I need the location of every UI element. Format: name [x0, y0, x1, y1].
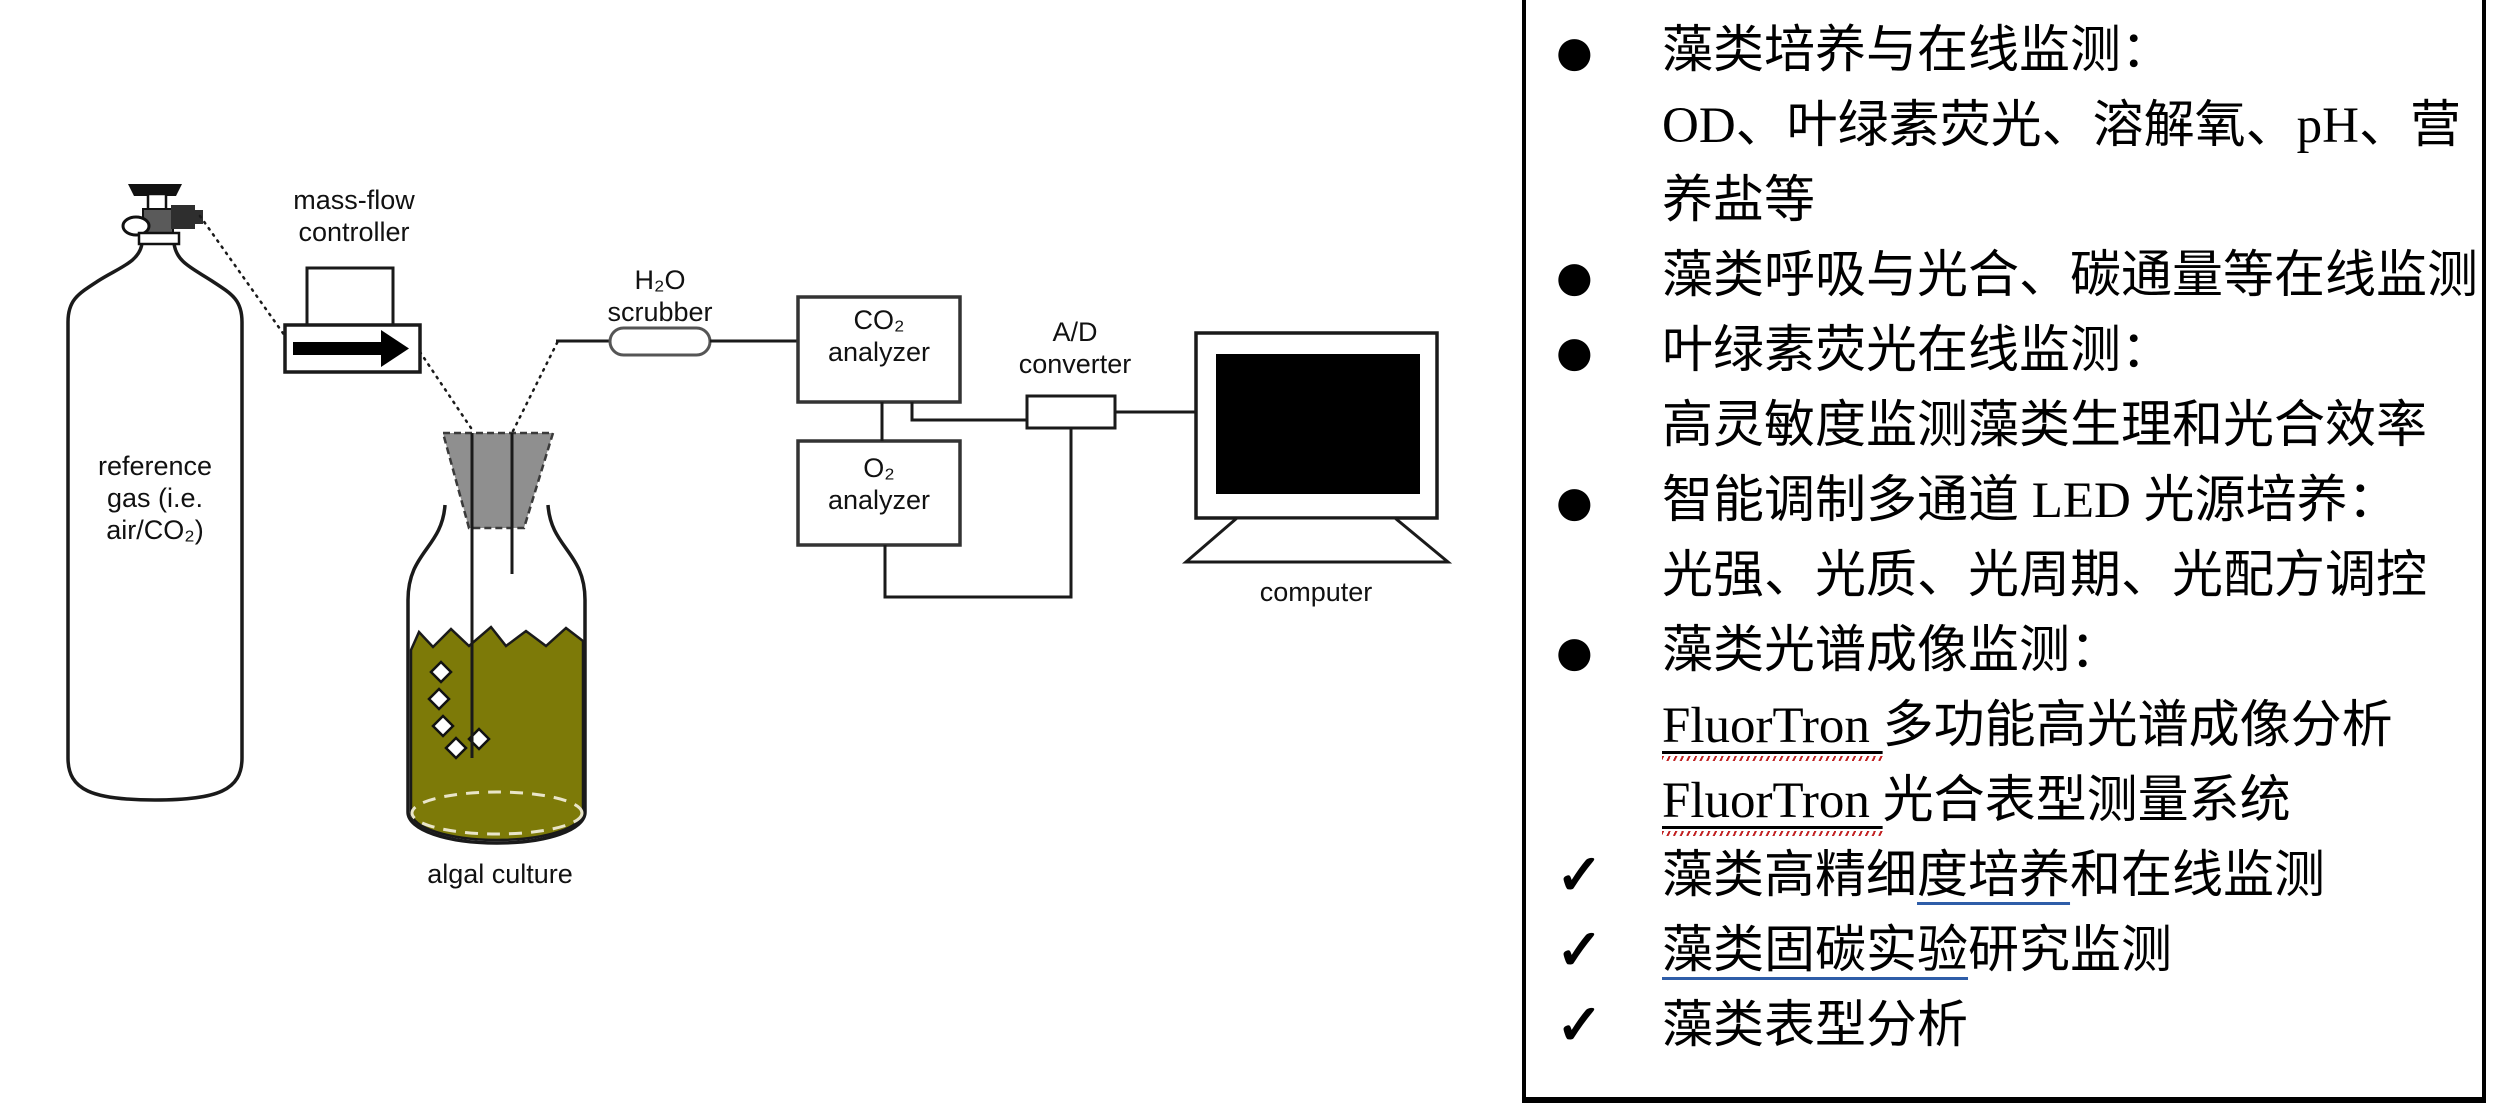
- feature-text: 智能调制多通道 LED 光源培养：: [1662, 464, 2399, 539]
- feature-text: OD、叶绿素荧光、溶解氧、pH、营: [1662, 89, 2461, 164]
- feature-line: OD、叶绿素荧光、溶解氧、pH、营: [1556, 89, 2482, 164]
- feature-text: 藻类光谱成像监测：: [1662, 614, 2121, 689]
- bullet-marker-icon: ●: [1556, 627, 1593, 676]
- feature-line: ● 叶绿素荧光在线监测：: [1556, 314, 2482, 389]
- line-co2-to-ad: [910, 402, 1027, 422]
- text-segment: 藻类光谱成像监测：: [1662, 623, 2122, 679]
- tubing-bottle-to-scrubber: [511, 339, 560, 433]
- underlined-segment: FluorTron: [1662, 698, 1883, 761]
- mfc-upper-box: [305, 266, 395, 327]
- h2o-scrubber-label: H₂O scrubber: [607, 265, 713, 327]
- underlined-segment: 藻类固碳实验: [1662, 923, 1969, 979]
- co2-analyzer-box: [796, 295, 962, 404]
- text-segment: 藻类呼吸与光合、碳通量等在线监测: [1662, 248, 2479, 304]
- feature-list: ● 藻类培养与在线监测： OD、叶绿素荧光、溶解氧、pH、营养盐等 ● 藻类呼吸与光合、…: [1526, 0, 2482, 1064]
- flow-arrow-icon: [293, 330, 409, 367]
- feature-text: FluorTron 光合表型测量系统: [1662, 764, 2291, 839]
- text-segment: 智能调制多通道 LED 光源培养：: [1662, 473, 2399, 529]
- feature-text: 藻类表型分析: [1662, 989, 1968, 1064]
- check-marker-icon: ✓: [1556, 920, 1603, 982]
- o2-analyzer-label: O₂ analyzer: [827, 453, 931, 515]
- feature-line: ● 藻类光谱成像监测：: [1556, 614, 2482, 689]
- bottle-bottom-rim: [410, 790, 584, 836]
- computer-screen: [1216, 354, 1420, 494]
- tubing-cylinder-to-mfc: [198, 214, 287, 338]
- ad-converter-label: A/D converter: [1018, 317, 1132, 379]
- bubbles-icon: [427, 660, 491, 760]
- check-marker-icon: ✓: [1556, 845, 1603, 907]
- feature-text: 藻类高精细度培养和在线监测: [1662, 839, 2325, 914]
- underlined-segment: FluorTron: [1662, 773, 1883, 836]
- feature-line: ✓ 藻类表型分析: [1556, 989, 2482, 1064]
- feature-line: ✓ 藻类固碳实验研究监测: [1556, 914, 2482, 989]
- bullet-marker-icon: ●: [1556, 477, 1593, 526]
- feature-line: ● 藻类呼吸与光合、碳通量等在线监测: [1556, 239, 2482, 314]
- feature-line: ● 藻类培养与在线监测：: [1556, 14, 2482, 89]
- text-segment: OD、叶绿素荧光、溶解氧、pH、营: [1662, 98, 2461, 154]
- o2-analyzer-box: [796, 439, 962, 547]
- tubing-mfc-to-bottle: [418, 350, 475, 433]
- text-segment: 多功能高光谱成像分析: [1882, 698, 2393, 754]
- feature-text: 叶绿素荧光在线监测：: [1662, 314, 2172, 389]
- feature-line: 高灵敏度监测藻类生理和光合效率: [1556, 389, 2482, 464]
- mass-flow-controller-label: mass-flow controller: [293, 185, 415, 247]
- co2-analyzer-label: CO₂ analyzer: [827, 305, 931, 367]
- computer-stand: [1181, 516, 1453, 564]
- bullet-marker-icon: ●: [1556, 27, 1593, 76]
- feature-line: ✓ 藻类高精细度培养和在线监测: [1556, 839, 2482, 914]
- text-segment: 藻类表型分析: [1662, 998, 1969, 1054]
- feature-text: FluorTron 多功能高光谱成像分析: [1662, 689, 2393, 764]
- text-segment: 养盐等: [1662, 173, 1816, 229]
- algal-culture-label: algal culture: [427, 859, 573, 889]
- text-segment: 和在线监测: [2070, 848, 2326, 904]
- bullet-marker-icon: ●: [1556, 252, 1593, 301]
- ad-converter-box: [1025, 394, 1117, 430]
- text-segment: 光合表型测量系统: [1882, 773, 2291, 829]
- text-segment: 研究监测: [1968, 923, 2173, 979]
- text-segment: 高灵敏度监测藻类生理和光合效率: [1662, 398, 2428, 454]
- gas-cylinder: [66, 241, 244, 802]
- algal-liquid: [409, 625, 585, 842]
- feature-text: 光强、光质、光周期、光配方调控: [1662, 539, 2427, 614]
- feature-text: 藻类培养与在线监测：: [1662, 14, 2172, 89]
- underlined-segment: 度培养: [1917, 848, 2071, 904]
- experiment-setup-diagram: [66, 184, 1453, 845]
- bullet-marker-icon: ●: [1556, 327, 1593, 376]
- feature-text: 藻类呼吸与光合、碳通量等在线监测: [1662, 239, 2478, 314]
- feature-line: 光强、光质、光周期、光配方调控: [1556, 539, 2482, 614]
- text-segment: 光强、光质、光周期、光配方调控: [1662, 548, 2428, 604]
- line-o2-to-ad: [883, 428, 1073, 599]
- text-segment: 藻类高精细: [1662, 848, 1918, 904]
- text-segment: 藻类培养与在线监测：: [1662, 23, 2173, 79]
- feature-text: 藻类固碳实验研究监测: [1662, 914, 2172, 989]
- feature-text: 高灵敏度监测藻类生理和光合效率: [1662, 389, 2427, 464]
- feature-line: FluorTron 多功能高光谱成像分析: [1556, 689, 2482, 764]
- text-segment: 叶绿素荧光在线监测：: [1662, 323, 2173, 379]
- reference-gas-label: reference gas (i.e. air/CO₂): [97, 451, 213, 545]
- cylinder-valve-icon: [121, 184, 203, 246]
- feature-line: ● 智能调制多通道 LED 光源培养：: [1556, 464, 2482, 539]
- computer-label: computer: [1259, 577, 1373, 607]
- feature-line: FluorTron 光合表型测量系统: [1556, 764, 2482, 839]
- feature-line: 养盐等: [1556, 164, 2482, 239]
- feature-panel: ● 藻类培养与在线监测： OD、叶绿素荧光、溶解氧、pH、营养盐等 ● 藻类呼吸与光合、…: [1522, 0, 2486, 1103]
- feature-text: 养盐等: [1662, 164, 1815, 239]
- h2o-scrubber-capsule: [608, 326, 712, 357]
- check-marker-icon: ✓: [1556, 995, 1603, 1057]
